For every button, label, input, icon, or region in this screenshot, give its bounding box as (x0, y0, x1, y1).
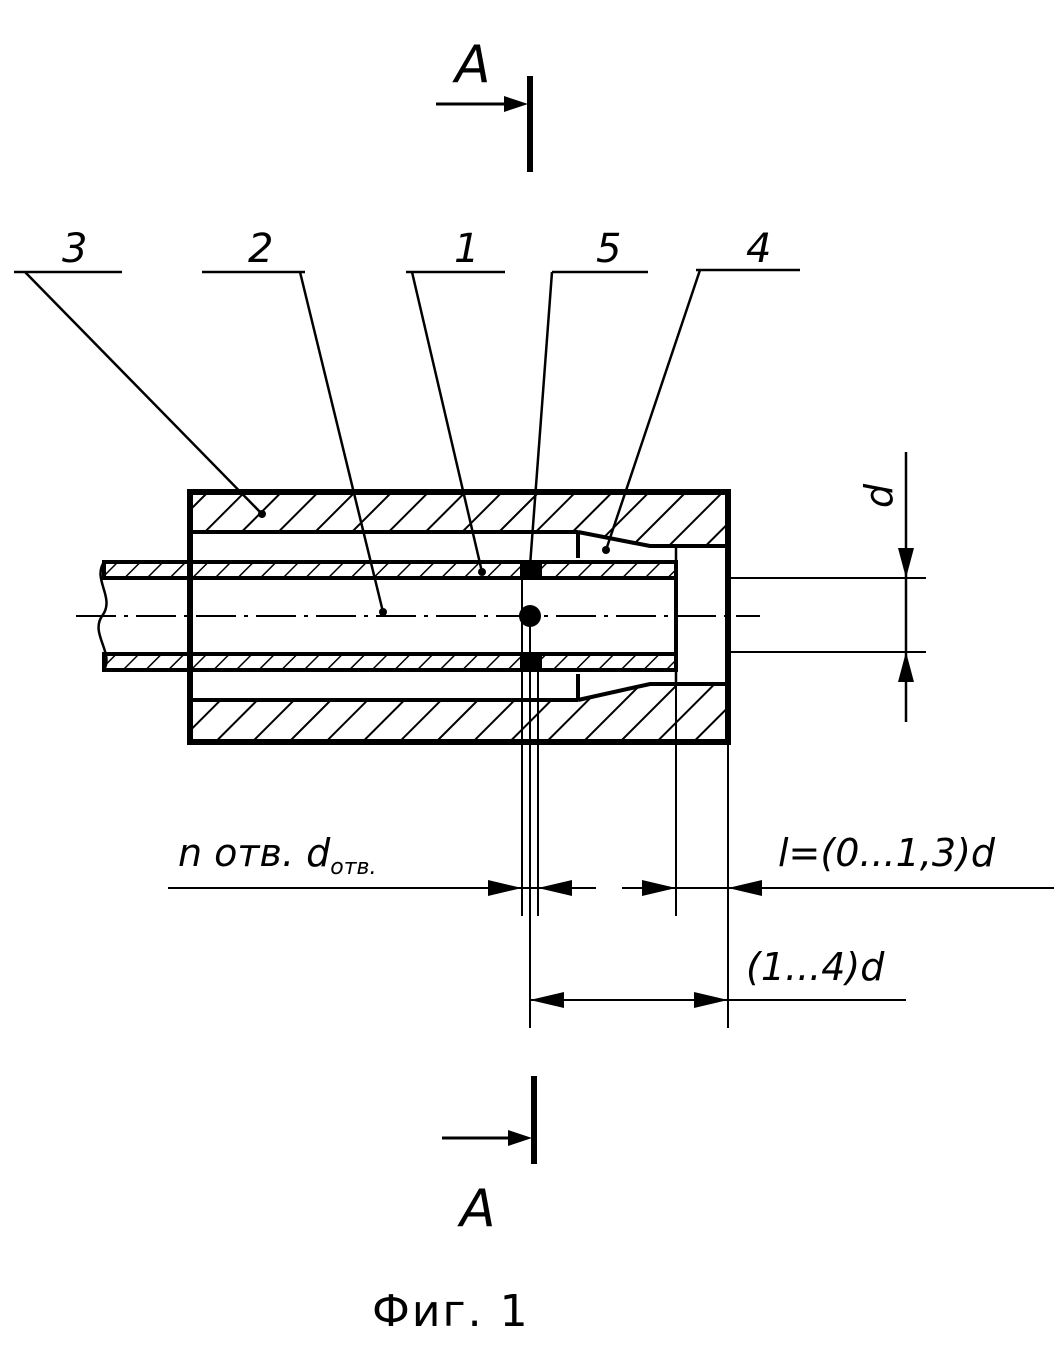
dimension-range: (1...4)d (530, 945, 906, 1008)
dim-holes-main: n отв. d (178, 831, 331, 875)
housing-top-wall-hatch (190, 492, 728, 546)
dim-diameter-arrow-top (898, 548, 914, 578)
section-label-top: A (452, 35, 491, 95)
section-arrowhead-bottom (508, 1130, 532, 1146)
callout-dot-2 (379, 608, 387, 616)
dim-range-label: (1...4)d (746, 945, 885, 989)
dim-diameter-label: d (857, 483, 901, 508)
callout-label-5: 5 (596, 226, 621, 272)
section-arrowhead-top (504, 96, 528, 112)
hole-top (520, 560, 542, 580)
dimension-diameter: d (857, 452, 914, 722)
dim-range-arrow-left (530, 992, 564, 1008)
callout-label-4: 4 (746, 226, 771, 272)
dim-holes-label: n отв. dотв. (178, 831, 376, 880)
dim-holes-arrow-left (488, 880, 522, 896)
dim-diameter-arrow-bottom (898, 652, 914, 682)
tube-wall-bottom (104, 654, 676, 670)
housing-bottom-wall-hatch (190, 684, 728, 742)
callout-label-2: 2 (248, 226, 273, 272)
callout-dot-4 (602, 546, 610, 554)
dim-holes-sub: отв. (330, 855, 376, 880)
dim-gap-arrow-left (642, 880, 676, 896)
dim-gap-arrow-right (728, 880, 762, 896)
figure-caption: Фиг. 1 (372, 1286, 530, 1337)
dimension-gap: l=(0...1,3)d (622, 831, 1054, 896)
section-mark-top: A (436, 35, 530, 172)
dim-range-arrow-right (694, 992, 728, 1008)
callout-label-1: 1 (454, 226, 479, 272)
dimension-holes: n отв. dотв. (168, 831, 596, 896)
tube-wall-top (104, 562, 676, 578)
callout-leader-3 (25, 272, 262, 514)
callout-label-3: 3 (62, 226, 87, 272)
section-label-bottom: A (457, 1179, 496, 1239)
callouts: 3 2 1 5 4 (14, 226, 800, 616)
dim-holes-arrow-right (538, 880, 572, 896)
dim-gap-label: l=(0...1,3)d (778, 831, 996, 875)
section-mark-bottom: A (442, 1076, 534, 1239)
